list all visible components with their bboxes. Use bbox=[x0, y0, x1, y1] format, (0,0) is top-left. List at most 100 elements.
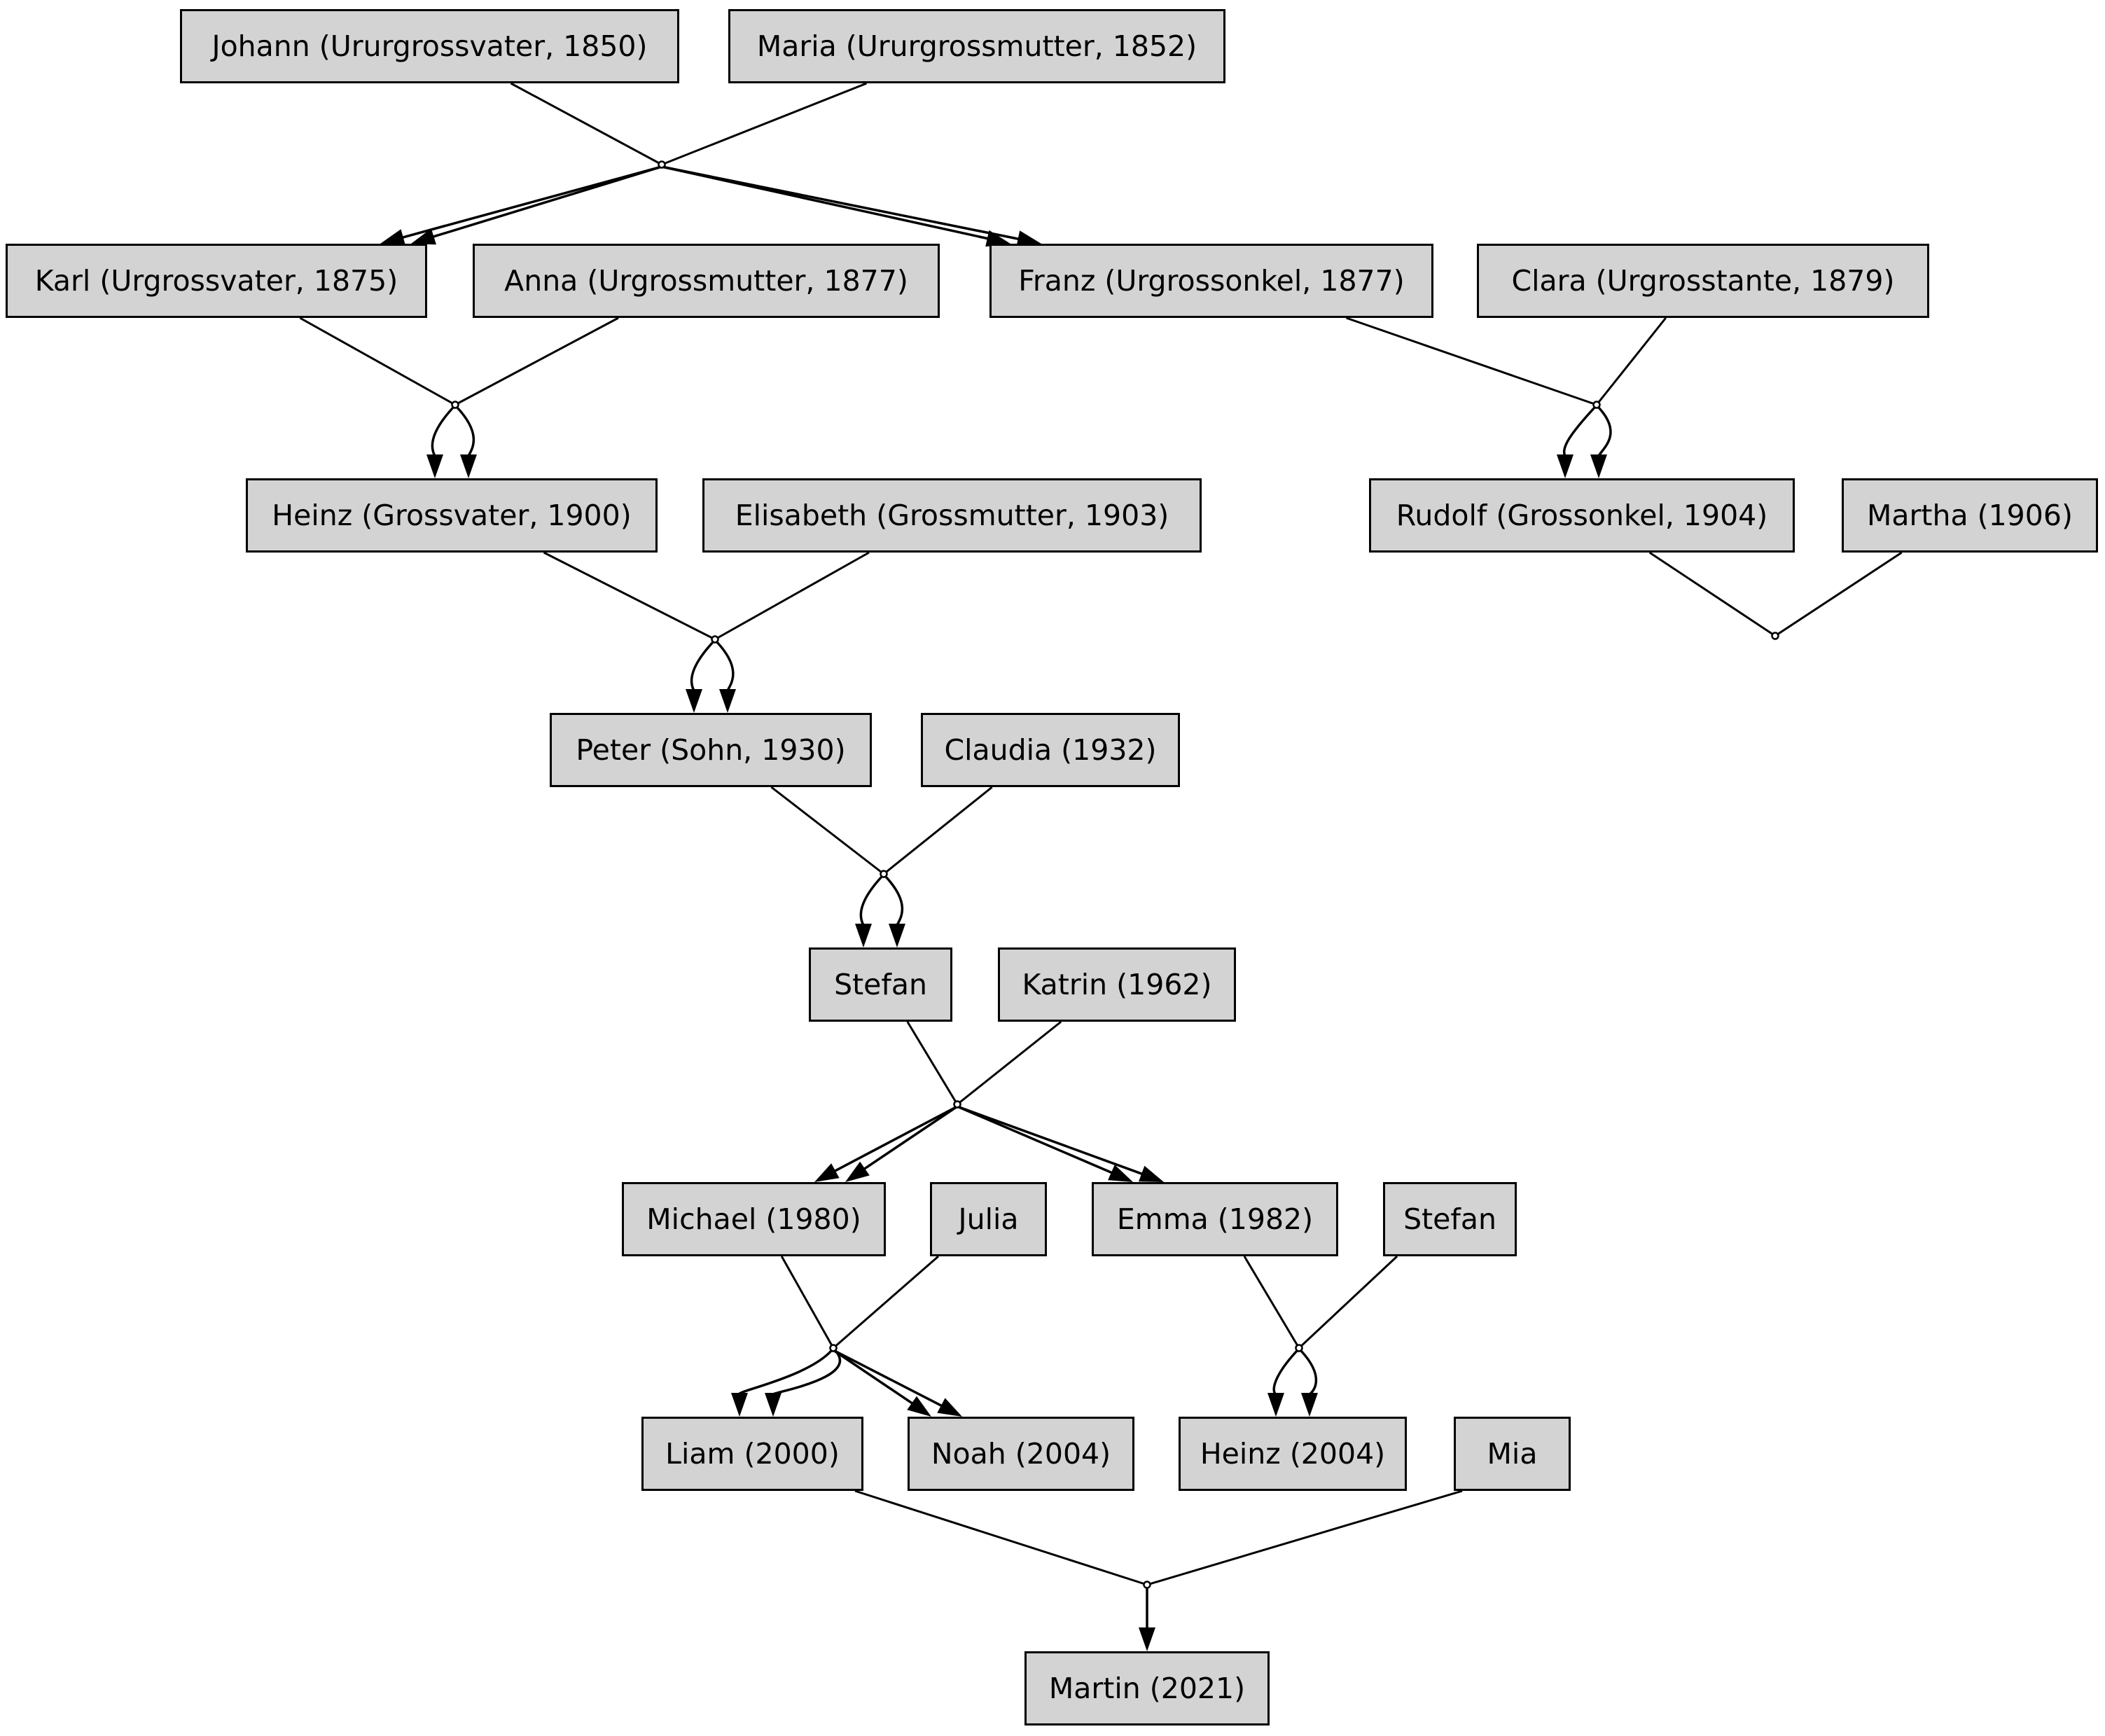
node-heinz: Heinz (Grossvater, 1900) bbox=[246, 478, 658, 553]
arrowhead-icon bbox=[937, 1398, 962, 1417]
union-to-child-edge bbox=[738, 1349, 833, 1396]
node-martha: Martha (1906) bbox=[1842, 478, 2098, 553]
node-label: Michael (1980) bbox=[646, 1202, 861, 1236]
node-label: Franz (Urgrossonkel, 1877) bbox=[1018, 264, 1405, 298]
parent-to-union-edge bbox=[1298, 1255, 1398, 1349]
union-to-child-edge bbox=[1597, 406, 1612, 457]
arrowhead-icon bbox=[1301, 1393, 1318, 1417]
node-katrin: Katrin (1962) bbox=[998, 947, 1236, 1022]
node-johann: Johann (Ururgrossvater, 1850) bbox=[180, 9, 679, 83]
node-maria: Maria (Ururgrossmutter, 1852) bbox=[728, 9, 1225, 83]
node-liam: Liam (2000) bbox=[641, 1417, 863, 1491]
node-heinz2: Heinz (2004) bbox=[1179, 1417, 1407, 1491]
node-label: Stefan bbox=[834, 968, 927, 1001]
parent-to-union-edge bbox=[854, 1490, 1148, 1586]
arrowhead-icon bbox=[460, 454, 477, 478]
arrowhead-icon bbox=[814, 1163, 840, 1182]
arrowhead-icon bbox=[380, 229, 405, 246]
node-martin: Martin (2021) bbox=[1024, 1651, 1270, 1725]
node-peter: Peter (Sohn, 1930) bbox=[550, 713, 872, 787]
node-julia: Julia bbox=[930, 1182, 1047, 1256]
node-rudolf: Rudolf (Grossonkel, 1904) bbox=[1369, 478, 1795, 553]
arrowhead-icon bbox=[855, 924, 872, 947]
union-to-child-edge bbox=[859, 875, 883, 926]
node-label: Karl (Urgrossvater, 1875) bbox=[34, 264, 398, 298]
parent-to-union-edge bbox=[510, 82, 662, 166]
union-to-child-edge bbox=[1300, 1349, 1318, 1396]
parent-to-union-edge bbox=[1146, 1490, 1463, 1586]
parent-to-union-edge bbox=[543, 551, 716, 641]
union-junction-dot bbox=[953, 1100, 961, 1109]
node-label: Martin (2021) bbox=[1048, 1672, 1246, 1705]
arrowhead-icon bbox=[1016, 230, 1041, 247]
node-stefan: Stefan bbox=[809, 947, 952, 1022]
node-label: Heinz (Grossvater, 1900) bbox=[272, 499, 632, 532]
node-noah: Noah (2004) bbox=[908, 1417, 1134, 1491]
node-label: Mia bbox=[1487, 1437, 1538, 1471]
node-label: Clara (Urgrosstante, 1879) bbox=[1511, 264, 1895, 298]
union-to-child-edge bbox=[832, 1105, 958, 1174]
arrowhead-icon bbox=[889, 924, 905, 947]
arrowhead-icon bbox=[719, 689, 736, 713]
arrowhead-icon bbox=[731, 1393, 748, 1417]
node-label: Liam (2000) bbox=[665, 1437, 840, 1471]
node-label: Peter (Sohn, 1930) bbox=[576, 733, 846, 767]
arrowhead-icon bbox=[426, 454, 443, 478]
node-label: Heinz (2004) bbox=[1200, 1437, 1386, 1471]
node-label: Maria (Ururgrossmutter, 1852) bbox=[756, 29, 1197, 63]
node-label: Noah (2004) bbox=[931, 1437, 1111, 1471]
parent-to-union-edge bbox=[1774, 551, 1903, 637]
node-clara: Clara (Urgrosstante, 1879) bbox=[1477, 244, 1929, 318]
arrowhead-icon bbox=[686, 689, 702, 713]
node-franz: Franz (Urgrossonkel, 1877) bbox=[989, 244, 1433, 318]
arrowhead-icon bbox=[411, 228, 436, 245]
parent-to-union-edge bbox=[957, 1020, 1062, 1106]
union-to-child-edge bbox=[957, 1105, 1145, 1176]
parent-to-union-edge bbox=[1243, 1256, 1300, 1349]
arrowhead-icon bbox=[1590, 454, 1607, 478]
union-to-child-edge bbox=[833, 1349, 945, 1408]
arrowhead-icon bbox=[1139, 1165, 1164, 1182]
union-junction-dot bbox=[1592, 401, 1601, 409]
node-mia: Mia bbox=[1454, 1417, 1571, 1491]
arrowhead-icon bbox=[845, 1161, 870, 1182]
union-to-child-edge bbox=[716, 641, 735, 691]
union-junction-dot bbox=[658, 160, 666, 169]
node-label: Julia bbox=[958, 1202, 1019, 1236]
union-to-child-edge bbox=[431, 165, 662, 239]
union-to-child-edge bbox=[690, 641, 714, 691]
parent-to-union-edge bbox=[299, 317, 456, 406]
arrowhead-icon bbox=[907, 1396, 931, 1417]
parent-to-union-edge bbox=[1346, 317, 1597, 406]
union-to-child-edge bbox=[884, 875, 904, 926]
parent-to-union-edge bbox=[1595, 317, 1667, 405]
union-to-child-edge bbox=[661, 165, 1021, 241]
union-junction-dot bbox=[1143, 1581, 1151, 1589]
union-to-child-edge bbox=[772, 1349, 842, 1396]
arrowhead-icon bbox=[1557, 454, 1573, 478]
parent-to-union-edge bbox=[454, 317, 619, 406]
union-to-child-edge bbox=[431, 406, 454, 457]
parent-to-union-edge bbox=[661, 82, 868, 166]
node-label: Johann (Ururgrossvater, 1850) bbox=[211, 29, 648, 63]
node-label: Claudia (1932) bbox=[944, 733, 1157, 767]
union-junction-dot bbox=[880, 870, 888, 878]
union-junction-dot bbox=[711, 635, 719, 644]
node-emma: Emma (1982) bbox=[1092, 1182, 1338, 1256]
parent-to-union-edge bbox=[770, 786, 884, 875]
node-label: Anna (Urgrossmutter, 1877) bbox=[504, 264, 908, 298]
node-label: Stefan bbox=[1403, 1202, 1496, 1236]
node-karl: Karl (Urgrossvater, 1875) bbox=[6, 244, 427, 318]
union-junction-dot bbox=[1295, 1344, 1303, 1352]
union-junction-dot bbox=[451, 401, 459, 409]
node-label: Rudolf (Grossonkel, 1904) bbox=[1396, 499, 1768, 532]
node-stefan2: Stefan bbox=[1383, 1182, 1517, 1256]
parent-to-union-edge bbox=[833, 1255, 939, 1349]
node-claudia: Claudia (1932) bbox=[921, 713, 1180, 787]
node-label: Elisabeth (Grossmutter, 1903) bbox=[735, 499, 1169, 532]
union-to-child-edge bbox=[456, 406, 475, 457]
union-to-child-edge bbox=[957, 1105, 1115, 1175]
union-to-child-edge bbox=[833, 1349, 915, 1406]
